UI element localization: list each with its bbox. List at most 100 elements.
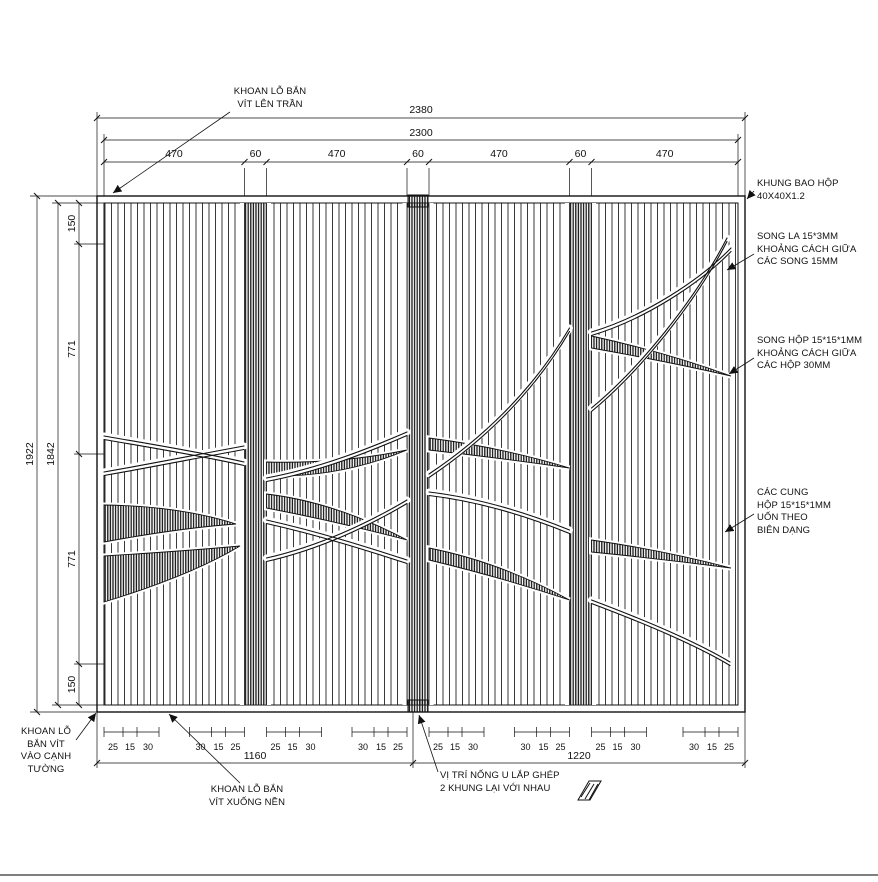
dim-bottom-right-width: 1220 [567,750,591,762]
callout-line: KHOAN LỖ [21,726,71,737]
slat-dim: 25 [393,742,403,752]
dim-top-seg-6: 60 [575,148,587,160]
slat-dim: 30 [468,742,478,752]
callout-line: BIÊN DẠNG [757,524,811,536]
joint-square-top [407,194,429,208]
callout-song-la: SONG LA 15*3MM KHOẢNG CÁCH GIỮA CÁC SONG… [757,231,875,269]
joint-square-bottom [407,699,429,713]
slat-dim: 15 [450,742,460,752]
callout-line: VỊ TRÍ NỐNG U LẮP GHÉP [440,770,560,781]
slat-dim: 30 [143,742,153,752]
dimension-labels-bottom: 25 15 30 30 15 25 25 15 30 30 15 25 25 1… [108,742,734,762]
slat-dim: 15 [287,742,297,752]
slat-dim: 30 [689,742,699,752]
callout-line: KHOẢNG CÁCH GIỮA [757,243,857,255]
callout-ceiling-screw: KHOAN LỖ BẮN VÍT LÊN TRẦN [218,86,322,111]
decorative-arcs [100,234,735,667]
section-symbol [577,780,602,801]
slat-dim: 15 [538,742,548,752]
callout-floor-screw: KHOAN LỖ BẮN VÍT XUỐNG NỀN [192,784,302,809]
callout-line: KHOẢNG CÁCH GIỮA [757,347,857,359]
slat-dim: 15 [707,742,717,752]
slat-dim: 25 [108,742,118,752]
callout-line: HỘP 15*15*1MM [757,499,831,511]
dim-top-seg-1: 470 [165,148,183,160]
leader-joint [417,714,439,773]
dim-top-seg-5: 470 [490,148,508,160]
slat-dim: 15 [376,742,386,752]
slat-dim: 25 [433,742,443,752]
callout-joint: VỊ TRÍ NỐNG U LẮP GHÉP 2 KHUNG LẠI VỚI N… [440,770,574,795]
callout-line: KHOAN LỖ BẮN [210,784,284,795]
dimension-labels-left: 1922 1842 150 771 771 150 [24,215,78,694]
slat-dim: 30 [630,742,640,752]
callout-frame: KHUNG BAO HỘP 40X40X1.2 [757,178,872,203]
dim-top-seg-3: 470 [328,148,346,160]
separator-band-2 [406,202,430,706]
dim-bottom-left-width: 1160 [244,750,267,762]
dimensions-top [93,112,749,196]
dim-left-seg-4: 150 [66,676,78,694]
callout-line: VÀO CẠNH [20,751,72,763]
dim-overall-width: 2380 [409,104,433,116]
leader-frame [746,189,756,200]
callout-line: 2 KHUNG LẠI VỚI NHAU [440,782,551,794]
callout-line: BẮN VÍT [27,738,65,750]
slat-dim: 30 [358,742,368,752]
dim-inner-height: 1842 [45,442,57,466]
slat-dim: 25 [595,742,605,752]
leader-cung-hop [724,513,755,533]
separator-band-3 [569,202,592,706]
callout-line: UỐN THEO [757,512,808,524]
slat-dim: 30 [195,742,205,752]
slat-dim: 15 [125,742,135,752]
leader-wall-screw [75,712,97,741]
callout-line: SONG HỘP 15*15*1MM [757,335,863,346]
dim-top-seg-7: 470 [656,148,674,160]
dim-inner-width: 2300 [409,127,433,139]
slat-dim: 25 [230,742,240,752]
callout-line: CÁC SONG 15MM [757,256,839,268]
callout-line: SONG LA 15*3MM [757,231,839,242]
dim-left-seg-2: 771 [66,340,78,358]
leader-ceiling-screw [112,111,231,194]
separator-band-1 [244,202,267,706]
slat-dim: 25 [555,742,565,752]
dim-overall-height: 1922 [24,442,36,466]
slat-dim: 15 [213,742,223,752]
left-segment-extension-lines [74,243,104,665]
slat-dim: 15 [612,742,622,752]
separator-columns [240,194,596,713]
callout-cung-hop: CÁC CUNG HỘP 15*15*1MM UỐN THEO BIÊN DẠN… [757,487,867,537]
leader-floor-screw [168,713,241,784]
dim-top-seg-4: 60 [412,148,424,160]
slat-dim: 25 [270,742,280,752]
callout-line: KHUNG BAO HỘP [757,178,839,189]
dim-left-seg-1: 150 [66,215,78,233]
callout-line: VÍT LÊN TRẦN [237,98,303,110]
dimensions-bottom [93,712,749,768]
callout-song-hop: SONG HỘP 15*15*1MM KHOẢNG CÁCH GIỮA CÁC … [757,335,875,373]
callout-line: CÁC HỘP 30MM [757,360,831,372]
slat-dim: 25 [724,742,734,752]
callout-line: 40X40X1.2 [757,190,805,202]
callout-line: KHOAN LỖ BẮN [233,86,307,97]
slat-dim: 30 [305,742,315,752]
callout-wall-screw: KHOAN LỖ BẮN VÍT VÀO CẠNH TƯỜNG [12,726,80,776]
bent-tubes [100,234,735,667]
callout-line: CÁC CUNG [757,487,809,498]
callout-line: VÍT XUỐNG NỀN [208,796,286,808]
slat-dim: 30 [520,742,530,752]
callout-line: TƯỜNG [27,763,65,775]
top-segment-extension-lines [244,168,592,196]
dim-top-seg-2: 60 [250,148,262,160]
leader-song-la [726,253,755,271]
bottom-extension-lines [96,712,746,768]
dim-left-seg-3: 771 [66,550,78,568]
dimensions-left [30,192,104,716]
top-extension-lines [96,112,746,196]
leader-lines [75,111,756,784]
dimension-labels-top: 2380 2300 470 60 470 60 470 60 470 [165,104,673,160]
